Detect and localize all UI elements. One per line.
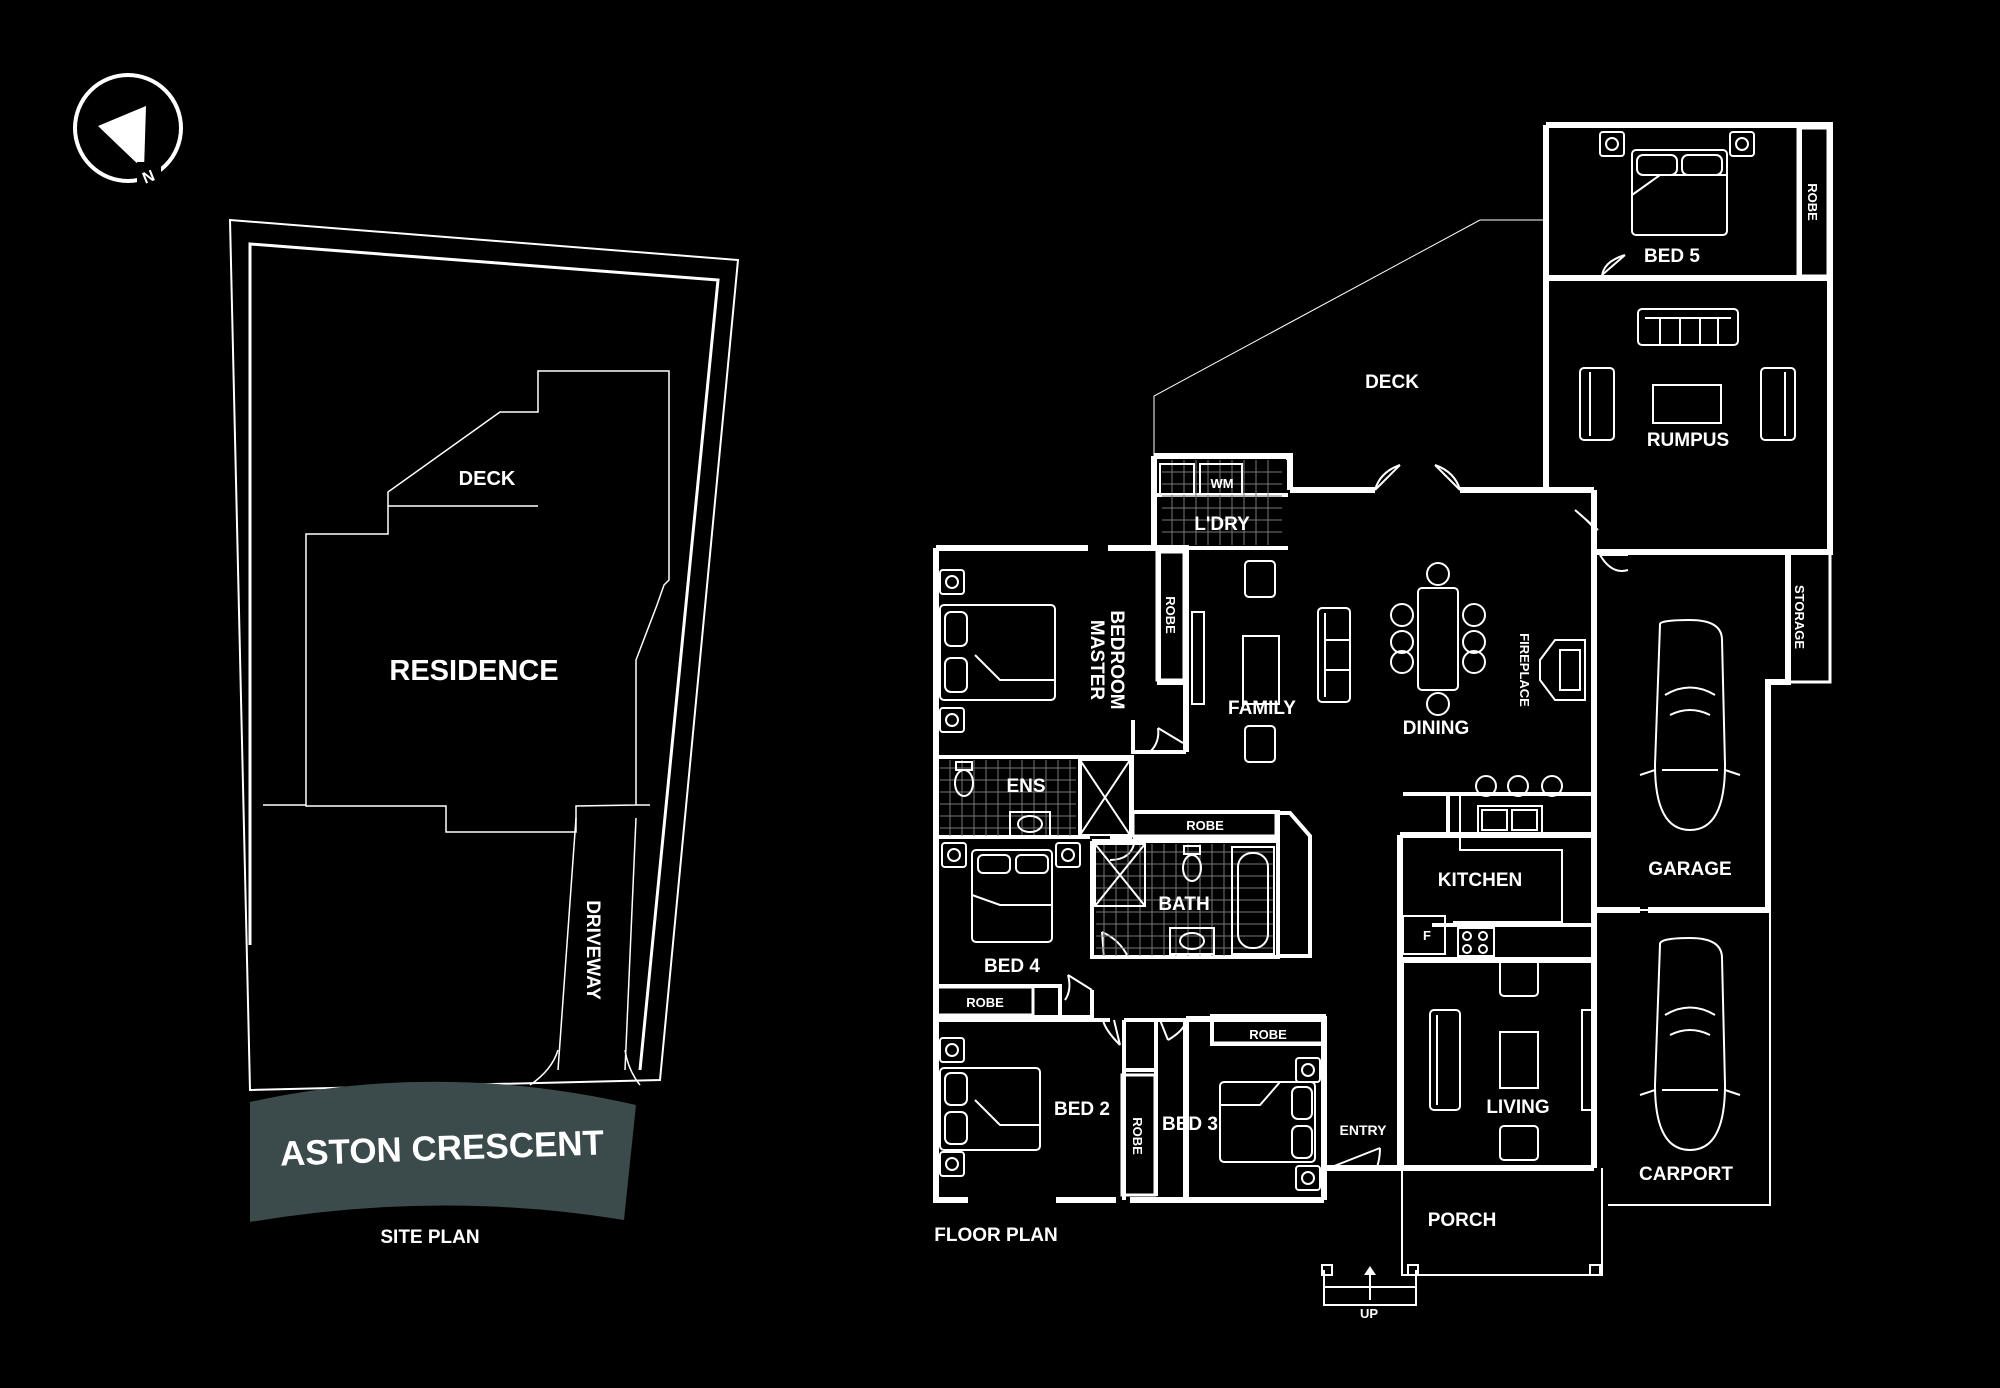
site-plan: DECK RESIDENCE DRIVEWAY ASTON CRESCENT S…	[228, 218, 740, 1248]
street-band	[250, 1081, 636, 1222]
room-label-bath: BATH	[1158, 894, 1209, 915]
room-label-bed2: BED 2	[1054, 1099, 1110, 1120]
residence-outline	[305, 370, 670, 833]
room-label-laundry: L'DRY	[1194, 514, 1250, 535]
internal-walls	[936, 125, 1802, 1200]
room-label-fridge: F	[1423, 928, 1431, 943]
room-label-master-line1: MASTER	[1086, 620, 1107, 701]
room-label-up: UP	[1360, 1306, 1378, 1321]
room-label-porch: PORCH	[1428, 1210, 1497, 1231]
robe-outlines	[935, 126, 1832, 1197]
furniture	[1191, 308, 1796, 1161]
room-label-robe-bed3: ROBE	[1249, 1027, 1287, 1042]
driveway-curves	[529, 1049, 641, 1086]
laundry-fixtures	[1159, 463, 1243, 495]
driveway-edges	[557, 817, 637, 1071]
room-label-fireplace: FIREPLACE	[1517, 633, 1532, 707]
room-label-bed4: BED 4	[984, 956, 1040, 977]
car-icon	[1639, 618, 1741, 1152]
external-walls	[933, 122, 1833, 1203]
room-label-ens: ENS	[1006, 776, 1045, 797]
room-label-robe-bed5: ROBE	[1805, 183, 1820, 221]
porch-outline	[1401, 960, 1603, 1276]
floor-plan-caption: FLOOR PLAN	[934, 1225, 1058, 1246]
site-deck-label: DECK	[459, 468, 516, 490]
porch-post	[1589, 1264, 1601, 1276]
room-label-rumpus: RUMPUS	[1647, 430, 1729, 451]
site-setback-line	[248, 242, 720, 1071]
room-label-master-line2: BEDROOM	[1106, 610, 1127, 709]
room-label-wm: WM	[1210, 476, 1233, 491]
site-boundary	[228, 218, 740, 1092]
residence-label: RESIDENCE	[389, 655, 558, 687]
room-label-robe-hall: ROBE	[1186, 818, 1224, 833]
floor-plan: BED 5 ROBE RUMPUS DECK WM L'DRY MASTER B…	[933, 122, 1833, 1321]
basin-icon	[1009, 811, 1215, 955]
room-label-storage: STORAGE	[1792, 585, 1807, 649]
north-compass-icon: N	[73, 73, 183, 188]
room-label-entry: ENTRY	[1340, 1122, 1388, 1138]
room-label-garage: GARAGE	[1648, 859, 1731, 880]
room-label-robe-bed4: ROBE	[966, 995, 1004, 1010]
carport-outline	[1608, 909, 1771, 1206]
room-label-bed5: BED 5	[1644, 246, 1700, 267]
driveway-label: DRIVEWAY	[582, 900, 603, 1000]
toilet-icon	[954, 761, 1202, 882]
room-label-dining: DINING	[1403, 718, 1470, 739]
room-label-living: LIVING	[1486, 1097, 1549, 1118]
tile-grid	[940, 460, 1282, 956]
shower-icon	[1079, 759, 1146, 907]
porch-post	[1407, 1264, 1419, 1276]
door-swings	[1064, 254, 1629, 1171]
bed-icon	[939, 131, 1755, 1191]
room-label-carport: CARPORT	[1639, 1164, 1733, 1185]
room-label-family: FAMILY	[1228, 698, 1296, 719]
room-label-kitchen: KITCHEN	[1438, 870, 1522, 891]
site-plan-caption: SITE PLAN	[380, 1227, 479, 1248]
room-label-deck: DECK	[1365, 372, 1419, 393]
room-label-robe-master: ROBE	[1163, 596, 1178, 634]
bathtub-icon	[1231, 846, 1275, 955]
porch-post	[1321, 1264, 1333, 1276]
deck-outline	[1153, 219, 1545, 456]
room-label-robe-bed2: ROBE	[1130, 1117, 1145, 1155]
room-label-bed3: BED 3	[1162, 1114, 1218, 1135]
